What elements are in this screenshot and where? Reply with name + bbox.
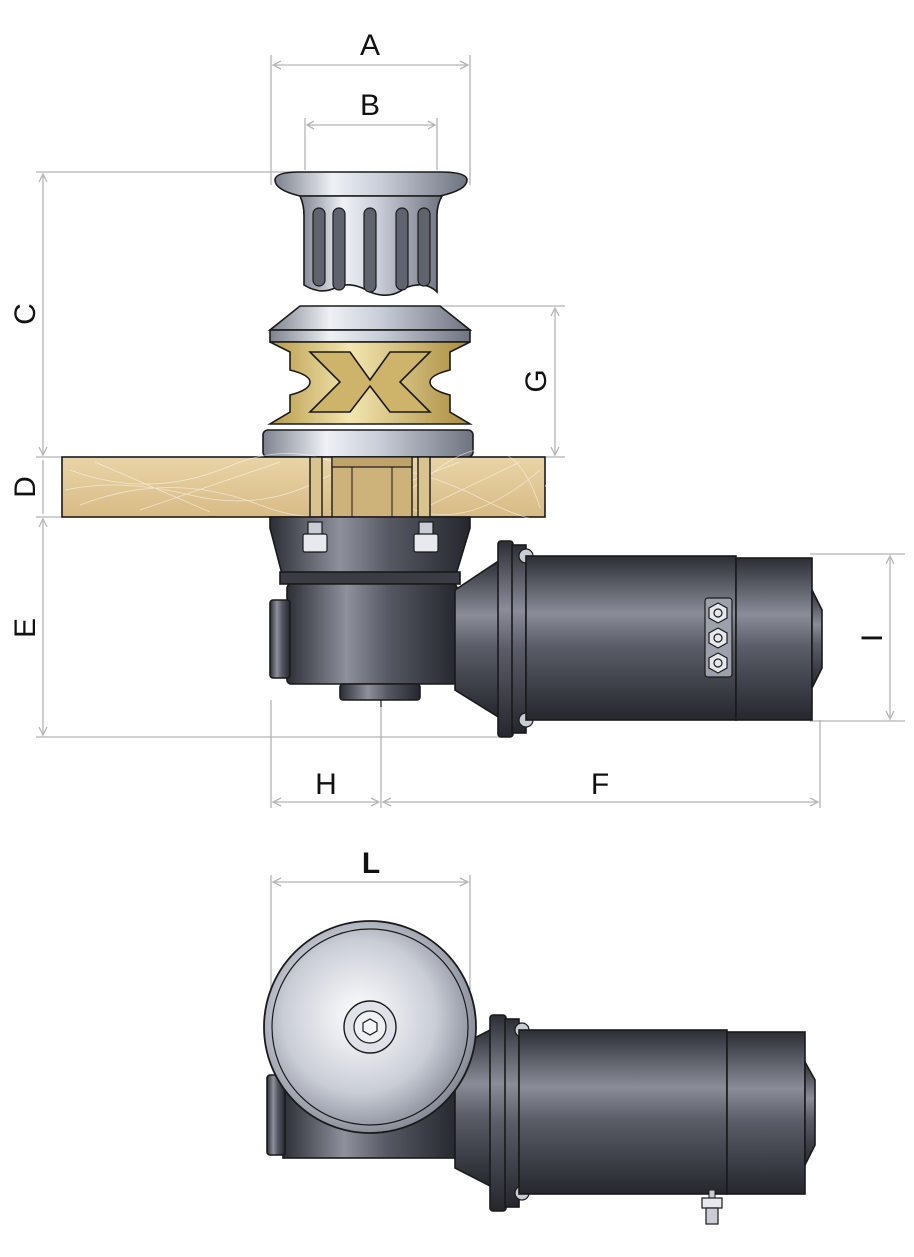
gearbox-housing [269,516,471,707]
capstan-drum [274,171,468,296]
terminal-post [701,1189,723,1225]
deck-base-ring [262,429,474,458]
dimension-label-b: B [360,89,380,122]
motor-top-view [489,1014,816,1225]
terminal-block [704,597,733,678]
dimension-label-f: F [591,768,609,801]
top-view [263,920,816,1225]
dimension-lines [36,55,905,990]
dimension-label-g: G [520,369,553,392]
chain-gypsy [267,341,473,425]
side-view [61,171,823,738]
dimension-label-e: E [9,618,42,638]
dimension-label-l: L [362,847,380,880]
mounting-stud-left [302,521,328,553]
mounting-stud-right [413,521,439,553]
gypsy-cap [267,305,473,343]
capstan-top-view [263,920,477,1134]
dimension-label-d: D [9,476,42,498]
hex-socket-icon [362,1018,378,1036]
dimension-label-c: C [9,303,42,325]
dimension-label-h: H [315,768,337,801]
dimension-label-a: A [360,29,380,62]
deck-section [61,448,555,521]
electric-motor [454,540,823,738]
dimension-label-i: I [856,634,889,642]
